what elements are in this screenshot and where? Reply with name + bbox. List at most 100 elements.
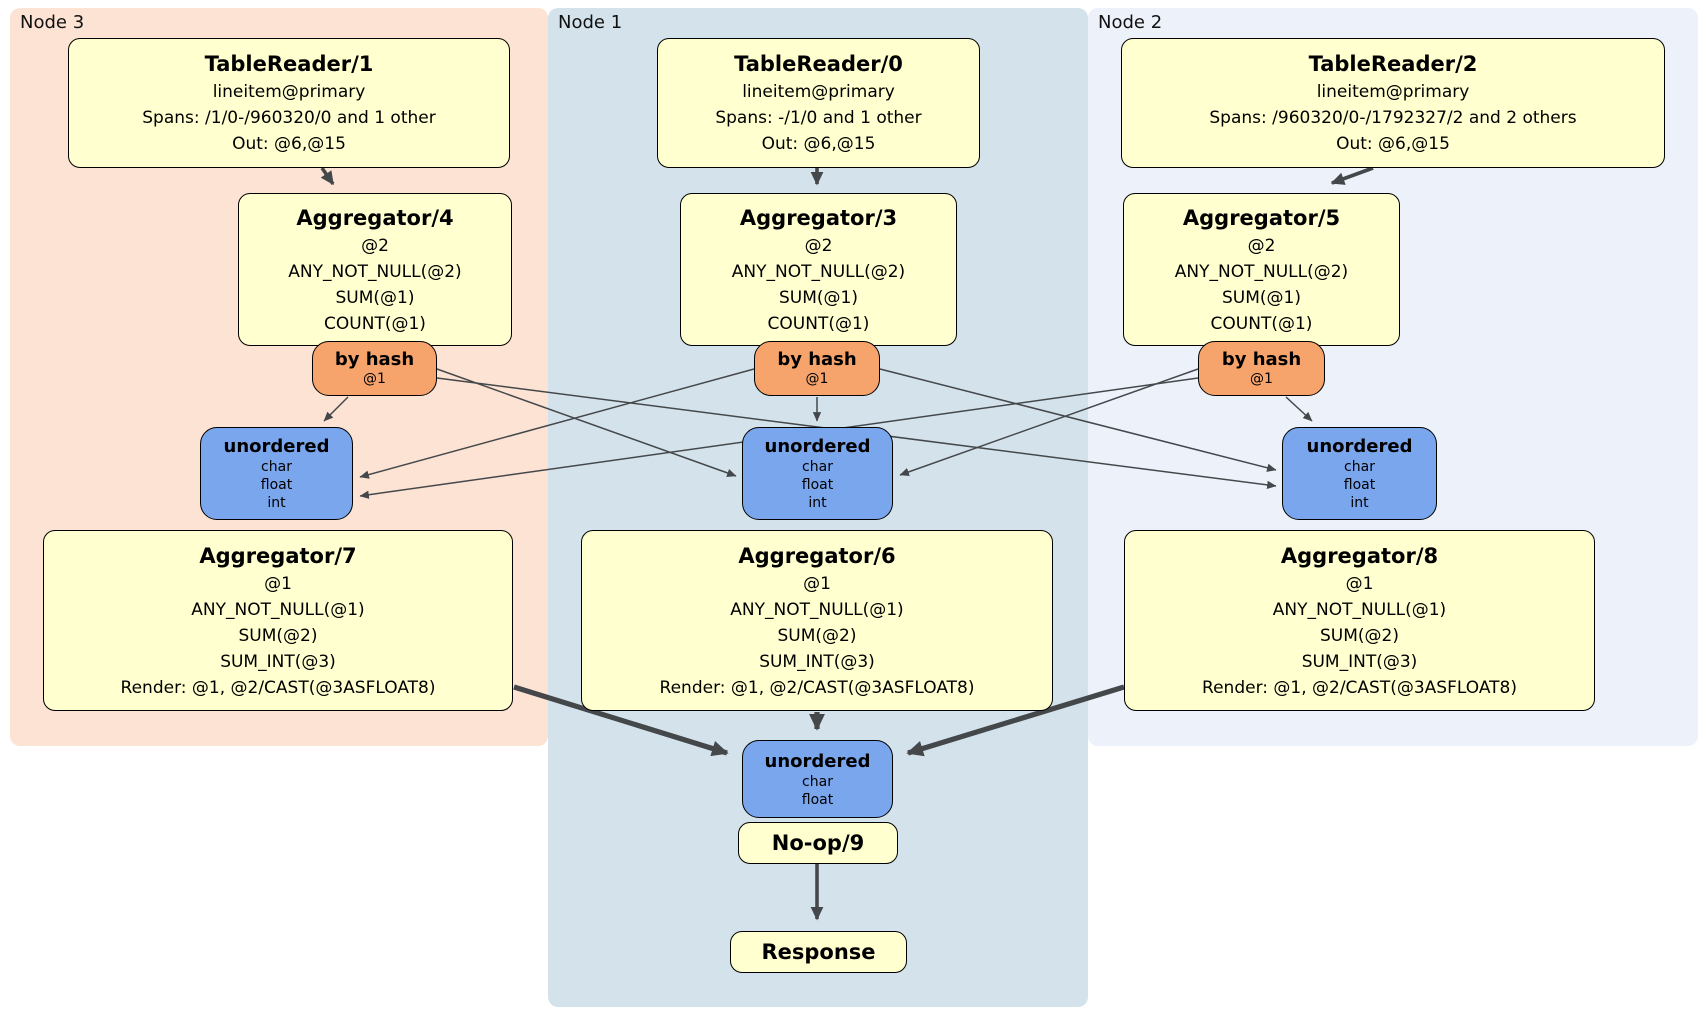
sync-line: float [1343,477,1376,493]
node-line: @1 [1345,573,1374,594]
node-noop-9: No-op/9 [738,822,898,864]
edge-hash2-sync2 [1285,396,1313,422]
edge-hash3-sync1 [436,368,737,477]
node-line: COUNT(@1) [767,313,870,334]
edge-aggregator7-syncfinal [513,684,729,757]
node-line: COUNT(@1) [324,313,426,334]
router-line: @1 [363,371,386,387]
edge-tablereader1-aggregator4 [320,166,335,186]
edge-hash1-sync2 [879,368,1277,472]
sync-title: unordered [1306,436,1413,457]
sync-line: float [260,477,293,493]
sync-line: char [802,773,833,790]
node-line: SUM_INT(@3) [1301,651,1418,672]
node-line: lineitem@primary [1316,82,1470,102]
node-line: SUM(@2) [777,625,857,646]
sync-unordered-node3: unordered char float int [200,427,353,520]
node-line: @1 [264,573,292,594]
node-line: ANY_NOT_NULL(@2) [288,261,462,282]
node-aggregator-3: Aggregator/3 @2 ANY_NOT_NULL(@2) SUM(@1)… [680,193,957,346]
node-line: SUM(@2) [1320,625,1399,646]
edge-hash1-sync3 [359,368,755,479]
node-aggregator-4: Aggregator/4 @2 ANY_NOT_NULL(@2) SUM(@1)… [238,193,512,346]
node-line: Render: @1, @2/CAST(@3ASFLOAT8) [1202,677,1517,698]
node-title: Aggregator/4 [296,205,454,230]
node-line: Render: @1, @2/CAST(@3ASFLOAT8) [659,677,975,698]
node-line: SUM(@2) [238,625,318,646]
node-line: @2 [1247,235,1276,256]
node-title: TableReader/0 [734,52,903,76]
node-title: Response [761,940,876,964]
sync-title: unordered [764,750,871,772]
node-line: ANY_NOT_NULL(@2) [1174,261,1349,282]
node-title: TableReader/1 [204,52,374,76]
sync-line: int [808,495,827,511]
node-line: ANY_NOT_NULL(@1) [1272,599,1447,620]
router-by-hash-node1: by hash @1 [754,341,880,396]
node-title: TableReader/2 [1308,52,1478,76]
node-aggregator-6: Aggregator/6 @1 ANY_NOT_NULL(@1) SUM(@2)… [581,530,1053,711]
node-tablereader-2: TableReader/2 lineitem@primary Spans: /9… [1121,38,1665,168]
panel-node-3-label: Node 3 [20,12,85,33]
router-line: @1 [1250,371,1273,387]
sync-title: unordered [223,436,330,457]
panel-node-1-label: Node 1 [558,12,623,33]
sync-line: char [1344,459,1375,475]
sync-line: char [802,459,833,475]
node-line: ANY_NOT_NULL(@1) [191,599,365,620]
node-title: Aggregator/5 [1182,205,1341,230]
sync-unordered-node2: unordered char float int [1282,427,1437,520]
sync-title: unordered [764,436,871,457]
router-line: @1 [805,371,829,387]
node-title: Aggregator/7 [199,543,357,568]
sync-line: int [1350,495,1369,511]
sync-line: int [267,495,286,511]
panel-node-2-label: Node 2 [1098,12,1163,33]
router-by-hash-node2: by hash @1 [1198,341,1325,396]
sync-unordered-node1: unordered char float int [742,427,893,520]
node-line: ANY_NOT_NULL(@1) [730,599,904,620]
node-aggregator-8: Aggregator/8 @1 ANY_NOT_NULL(@1) SUM(@2)… [1124,530,1595,711]
node-line: Out: @6,@15 [232,134,346,154]
node-response: Response [730,931,907,973]
edge-aggregator8-syncfinal [906,684,1125,757]
node-title: Aggregator/3 [739,205,898,230]
node-line: Spans: /960320/0-/1792327/2 and 2 others [1209,108,1577,128]
node-line: lineitem@primary [212,82,366,102]
node-line: COUNT(@1) [1210,313,1313,334]
router-by-hash-node3: by hash @1 [312,341,437,396]
node-line: SUM(@1) [779,287,858,308]
sync-line: float [801,791,834,808]
node-title: Aggregator/6 [738,543,896,568]
edge-tablereader2-aggregator5 [1330,166,1374,185]
node-line: Spans: /1/0-/960320/0 and 1 other [142,108,436,128]
node-title: No-op/9 [771,831,865,855]
node-line: @2 [361,235,389,256]
node-line: @1 [803,573,831,594]
node-line: Render: @1, @2/CAST(@3ASFLOAT8) [120,677,436,698]
node-line: ANY_NOT_NULL(@2) [731,261,906,282]
node-tablereader-0: TableReader/0 lineitem@primary Spans: -/… [657,38,980,168]
edge-hash3-sync3 [323,396,349,422]
node-line: SUM(@1) [335,287,415,308]
node-tablereader-1: TableReader/1 lineitem@primary Spans: /1… [68,38,510,168]
node-line: SUM_INT(@3) [759,651,875,672]
node-line: SUM(@1) [1222,287,1301,308]
router-title: by hash [1221,349,1302,370]
sync-line: float [801,477,834,493]
node-title: Aggregator/8 [1280,543,1439,568]
node-line: Out: @6,@15 [761,134,876,154]
node-line: Spans: -/1/0 and 1 other [715,108,922,128]
node-aggregator-7: Aggregator/7 @1 ANY_NOT_NULL(@1) SUM(@2)… [43,530,513,711]
sync-unordered-final: unordered char float [742,740,893,818]
node-line: @2 [804,235,833,256]
node-line: lineitem@primary [742,82,895,102]
router-title: by hash [334,349,415,370]
router-title: by hash [777,349,857,370]
node-line: SUM_INT(@3) [220,651,336,672]
node-line: Out: @6,@15 [1336,134,1450,154]
node-aggregator-5: Aggregator/5 @2 ANY_NOT_NULL(@2) SUM(@1)… [1123,193,1400,346]
edge-hash2-sync1 [899,368,1199,476]
